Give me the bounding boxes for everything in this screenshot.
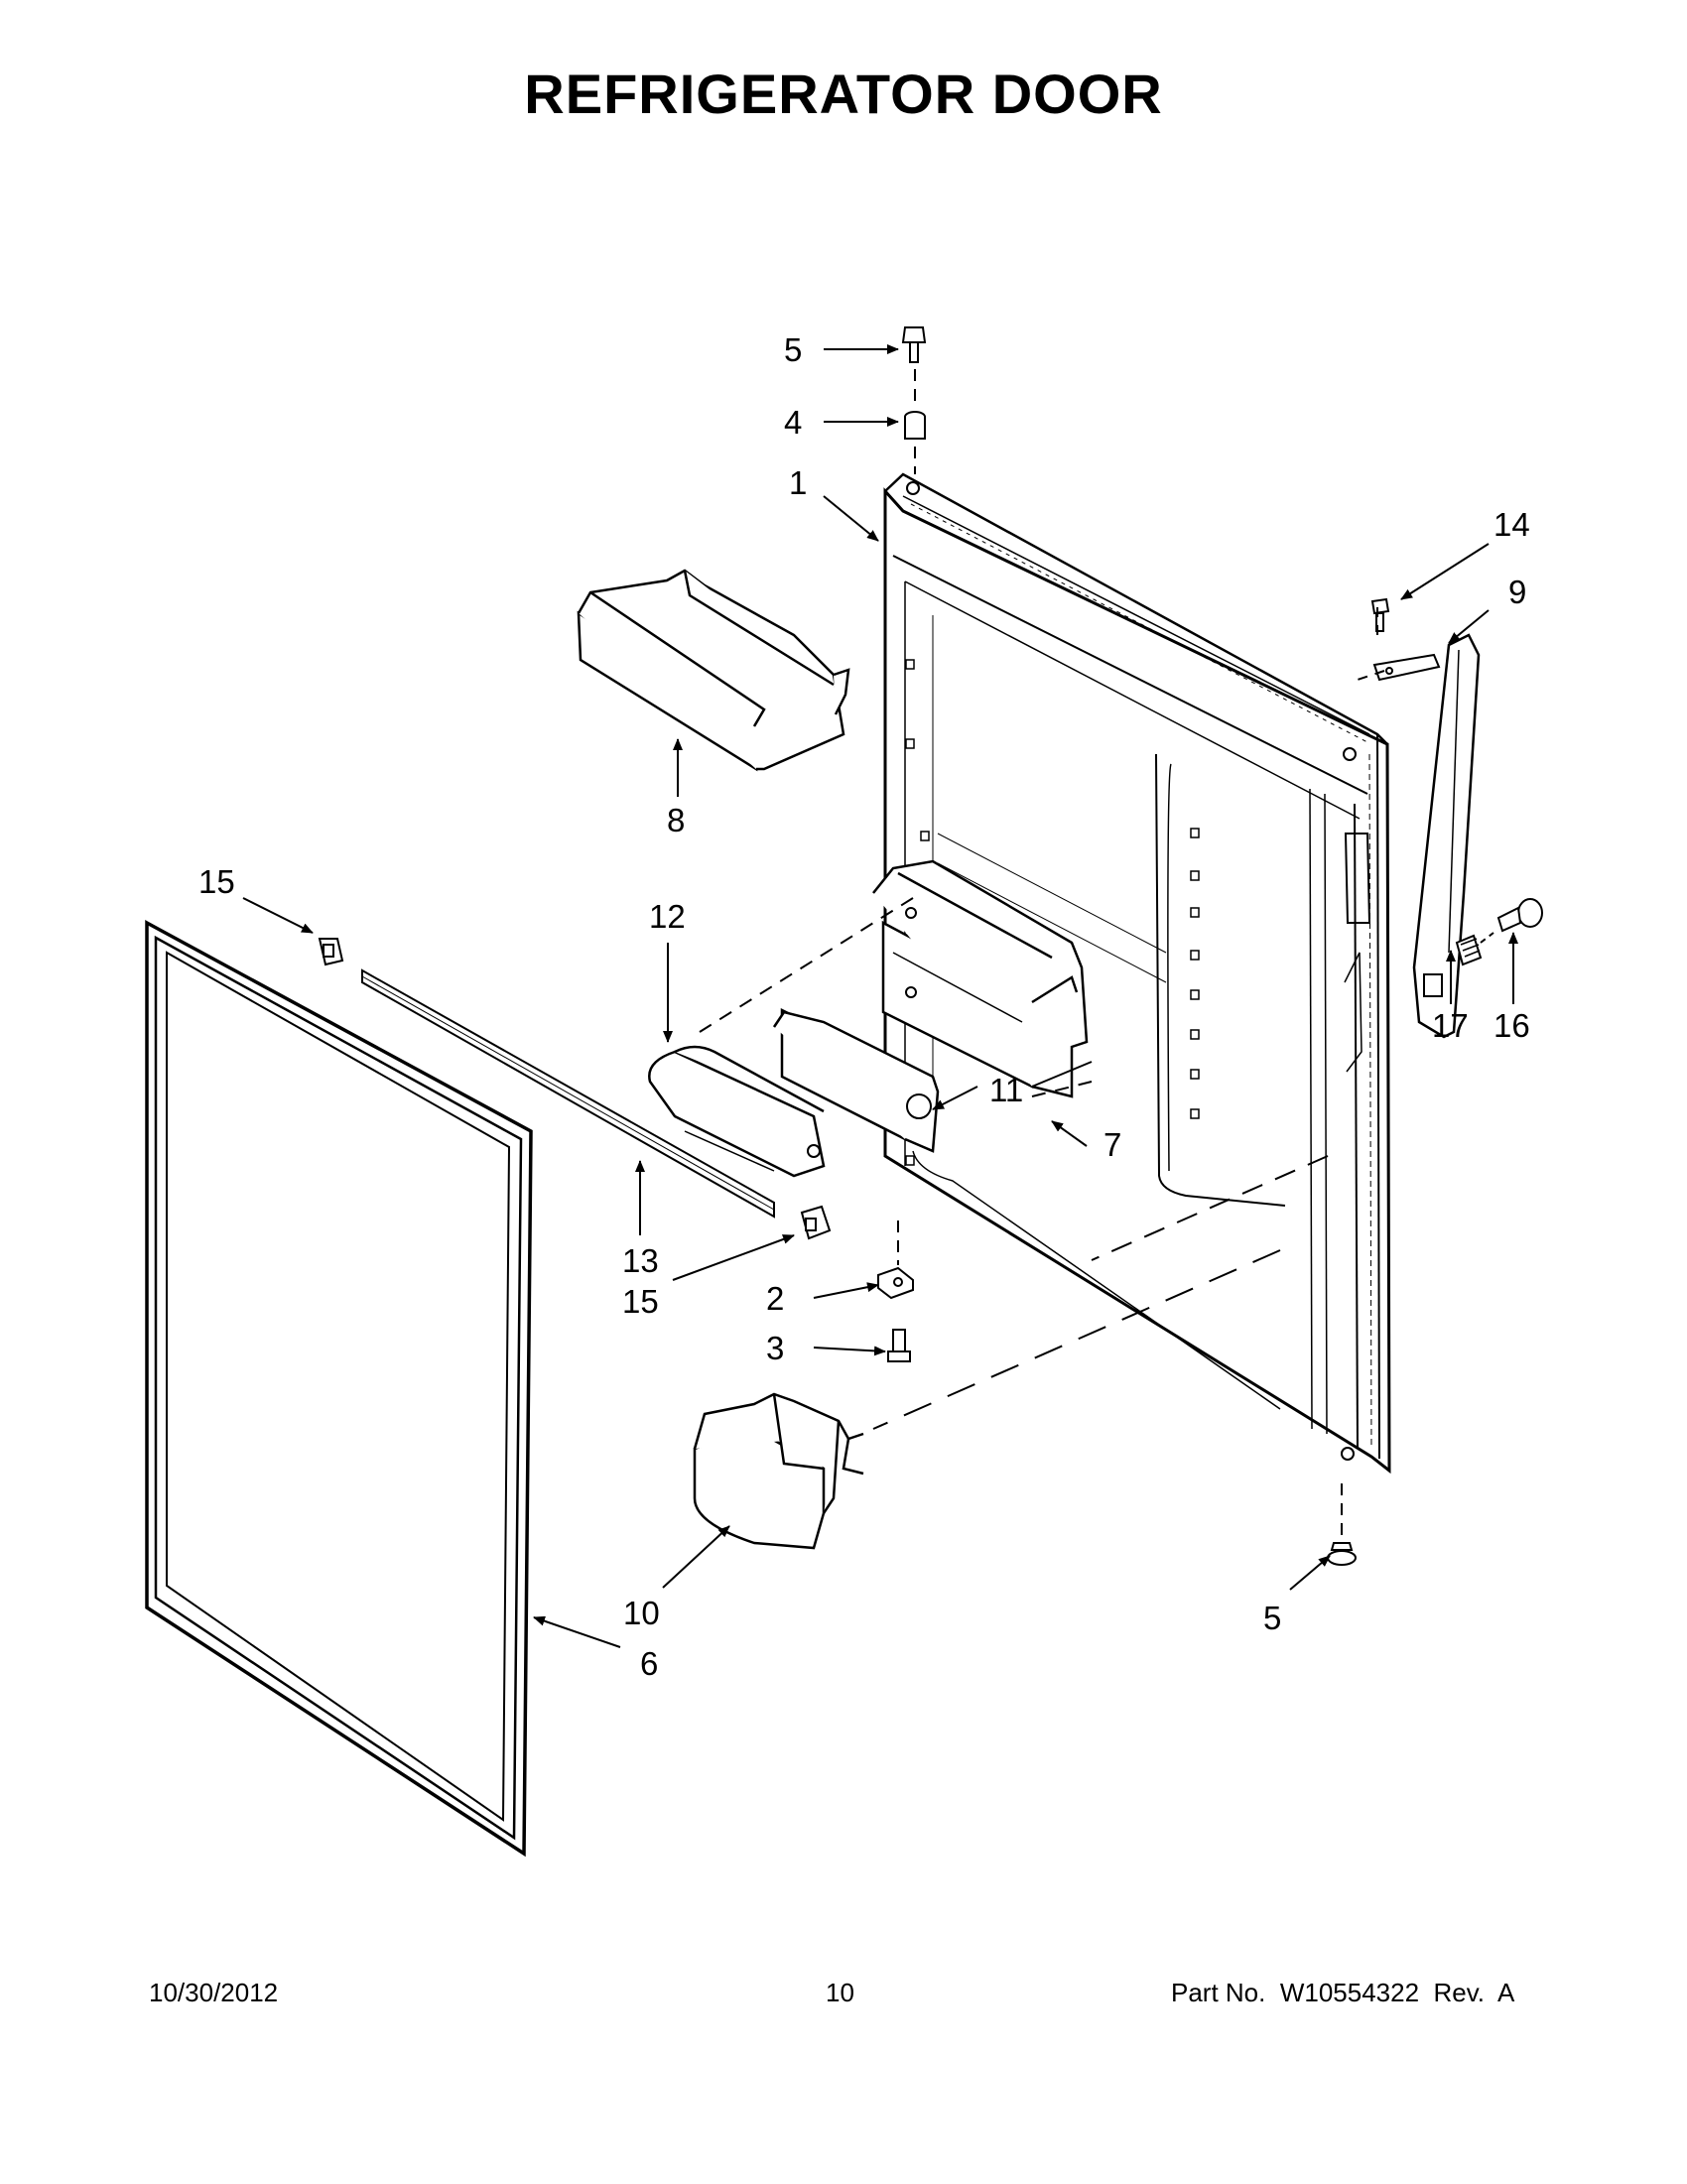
handle-bracket (1372, 653, 1441, 682)
door-handle (1412, 633, 1481, 1039)
callout-15-upper: 15 (198, 863, 235, 900)
callout-14: 14 (1493, 506, 1530, 543)
callout-2: 2 (766, 1280, 784, 1317)
trim-cap-lower (800, 1205, 832, 1240)
callout-5-top: 5 (784, 331, 802, 368)
bin-cover (648, 1045, 826, 1178)
leader-lines (699, 369, 1494, 1538)
trim-cap-upper (318, 938, 344, 966)
callout-16: 16 (1493, 1007, 1530, 1044)
callout-arrows (242, 344, 1518, 1648)
callout-9: 9 (1508, 574, 1526, 610)
footer-part-number: Part No. W10554322 Rev. A (1171, 1978, 1515, 2007)
callout-15-lower: 15 (622, 1283, 659, 1320)
door-bin-lower (693, 1392, 864, 1550)
callout-4: 4 (784, 404, 802, 441)
hinge-bracket-bottom (877, 1266, 914, 1300)
screw-top (901, 326, 927, 363)
handle-spring (1455, 934, 1483, 966)
handle-knob (1496, 898, 1543, 933)
callout-6: 6 (640, 1645, 658, 1682)
callout-17: 17 (1432, 1007, 1469, 1044)
hinge-pin (904, 411, 926, 440)
footer-page-number: 10 (826, 1978, 854, 2007)
callout-labels: 5 4 1 14 9 8 15 12 11 7 17 16 13 15 2 3 … (198, 331, 1530, 1682)
door-liner (883, 472, 1391, 1475)
screw-bottom (887, 1329, 911, 1362)
door-gasket (145, 920, 533, 1858)
hinge-cap-bottom (1327, 1542, 1357, 1566)
callout-1: 1 (789, 464, 807, 501)
liner-shelf-pegs (905, 659, 1200, 1166)
footer-date: 10/30/2012 (149, 1978, 279, 2007)
small-bin (772, 1007, 940, 1153)
callout-11: 11 (989, 1072, 1023, 1108)
door-bin-upper (577, 569, 850, 772)
trim-strip (361, 968, 775, 1219)
callout-8: 8 (667, 802, 685, 838)
callout-13: 13 (622, 1242, 659, 1279)
callout-10: 10 (623, 1595, 660, 1631)
callout-7: 7 (1103, 1126, 1121, 1163)
callout-5-bottom: 5 (1263, 1600, 1281, 1636)
handle-screw (1370, 597, 1390, 632)
callout-3: 3 (766, 1330, 784, 1366)
page-title: REFRIGERATOR DOOR (524, 63, 1163, 125)
callout-12: 12 (649, 898, 686, 935)
